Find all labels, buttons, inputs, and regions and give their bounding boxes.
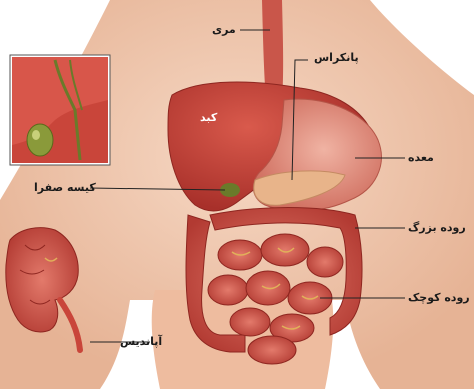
label-large-intestine: روده بزرگ: [408, 222, 466, 233]
label-esophagus: مری: [212, 24, 236, 35]
label-gallbladder: کیسه صفرا: [34, 182, 96, 193]
label-small-intestine: روده کوچک: [408, 292, 470, 303]
label-appendix: آپاندیس: [120, 336, 162, 347]
label-pancreas: پانکراس: [314, 52, 359, 63]
label-stomach: معده: [408, 152, 434, 163]
label-liver: کبد: [200, 112, 217, 123]
gallbladder-inset: [10, 55, 110, 165]
